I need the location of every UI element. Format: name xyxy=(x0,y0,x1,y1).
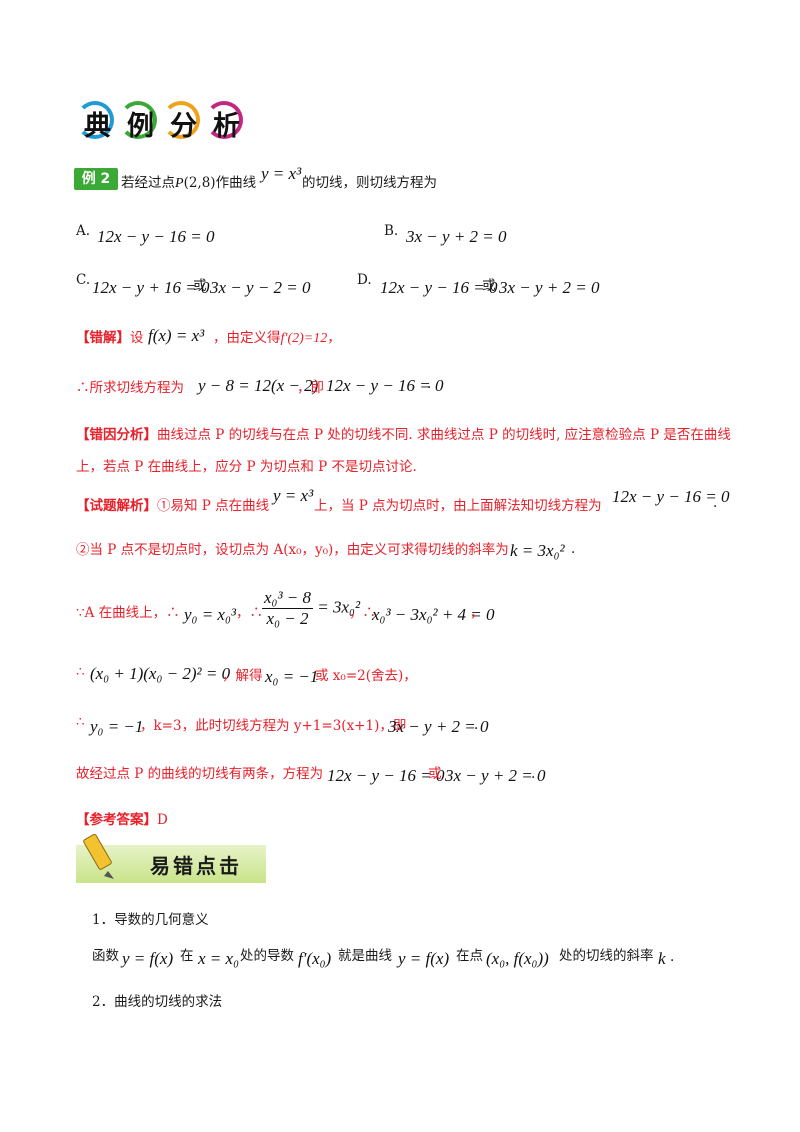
point-1-end: . xyxy=(670,949,675,965)
solution-line4-b: ，解得 xyxy=(222,668,263,684)
wrong-line2-eq2: 12x − y − 16 = 0 xyxy=(326,376,444,395)
point-1-eq2: x = x₀ xyxy=(198,949,239,968)
option-b-eq: 3x − y + 2 = 0 xyxy=(406,227,507,246)
tips-banner: 易错点击 xyxy=(76,833,266,883)
solution-line1-end: . xyxy=(713,495,718,511)
wrong-line1-tail: ，由定义得f′(2)=12， xyxy=(213,330,341,346)
header-circle xyxy=(162,101,200,139)
header-circle xyxy=(119,101,157,139)
solution-line5-b: ，k=3，此时切线方程为 y+1=3(x+1)，即 xyxy=(140,718,407,734)
wrong-line2-a: ∴所求切线方程为 xyxy=(76,380,184,396)
option-d-label: D. xyxy=(357,272,372,288)
solution-slope: k = 3x₀² xyxy=(510,541,565,560)
point-1-c: 处的导数 xyxy=(240,948,294,964)
solution-line4-eq: (x₀ + 1)(x₀ − 2)² = 0 xyxy=(90,664,231,683)
tips-banner-text: 易错点击 xyxy=(150,854,242,878)
point-1-eq6: k xyxy=(658,949,666,968)
header-circle xyxy=(205,101,243,139)
point-1-b: 在 xyxy=(180,948,194,964)
point-1-eq4: y = f(x) xyxy=(398,949,450,968)
solution-line5-end: . xyxy=(474,717,479,733)
wrong-line2-end: . xyxy=(427,376,432,392)
solution-line5-eq: y₀ = −1 xyxy=(90,717,144,736)
solution-line1-b: 上，当 P 点为切点时，由上面解法知切线方程为 xyxy=(314,498,602,514)
solution-line6-or: 或 xyxy=(428,766,442,782)
answer-line: 【参考答案】D xyxy=(76,812,168,828)
solution-line6-a: 故经过点 P 的曲线的切线有两条，方程为 xyxy=(76,766,324,782)
option-c-or: 或 xyxy=(193,278,207,294)
question-text: 若经过点P(2,8)作曲线 xyxy=(121,175,257,191)
solution-line4-c: 或 x₀=2(舍去)， xyxy=(315,668,417,684)
solution-line3-eq3: x₀³ − 3x₀² + 4 = 0 xyxy=(372,605,495,624)
solution-line3-eq1: y₀ = x₀³ xyxy=(184,605,236,624)
pencil-icon xyxy=(83,833,114,879)
solution-line3-b: ，∴ xyxy=(236,605,263,621)
solution-line6-end: . xyxy=(531,766,536,782)
header-char-4: 析 xyxy=(213,111,240,142)
point-1-a: 函数 xyxy=(92,948,119,964)
header-circle xyxy=(76,101,114,139)
option-d-or: 或 xyxy=(482,278,496,294)
example-badge: 例 2 xyxy=(74,168,118,190)
wrong-line2-b: ，即 xyxy=(297,380,324,396)
point-1-eq3: f′(x₀) xyxy=(298,949,332,968)
solution-line2: ②当 P 点不是切点时，设切点为 A(x₀，y₀)，由定义可求得切线的斜率为 xyxy=(76,542,509,558)
solution-line5-a: ∴ xyxy=(76,714,85,730)
point-1-eq5: (x₀, f(x₀)) xyxy=(486,949,549,968)
solution-line3-d: ， xyxy=(470,605,484,621)
option-d-eq2: 3x − y + 2 = 0 xyxy=(499,278,600,297)
question-curve: y = x³ xyxy=(261,164,302,183)
option-a-eq: 12x − y − 16 = 0 xyxy=(97,227,215,246)
wrong-line1: 【错解】设 xyxy=(76,330,144,346)
solution-line1: 【试题解析】①易知 P 点在曲线 xyxy=(76,498,270,514)
solution-line4-eq2: x₀ = −1 xyxy=(265,667,319,686)
point-1-d: 就是曲线 xyxy=(338,948,392,964)
point-1-e: 在点 xyxy=(456,948,483,964)
wrong-line2-eq1: y − 8 = 12(x − 2) xyxy=(198,376,319,395)
option-b-label: B. xyxy=(384,223,399,239)
solution-line3-a: ∵A 在曲线上，∴ xyxy=(76,605,180,621)
header-char-2: 例 xyxy=(127,111,154,142)
solution-line6-eq2: 3x − y + 2 = 0 xyxy=(445,766,546,785)
point-2-title: 2．曲线的切线的求法 xyxy=(92,994,223,1010)
point-1-f: 处的切线的斜率 xyxy=(559,948,654,964)
solution-line2-end: . xyxy=(571,541,576,557)
analysis-line2: 上，若点 P 在曲线上，应分 P 为切点和 P 不是切点讨论. xyxy=(76,459,417,475)
solution-fraction: x₀³ − 8 x₀ − 2 = 3x₀² xyxy=(262,588,361,628)
option-d-eq1: 12x − y − 16 = 0 xyxy=(380,278,498,297)
wrong-fx: f(x) = x³ xyxy=(148,326,205,345)
option-c-eq1: 12x − y + 16 = 0 xyxy=(92,278,210,297)
question-tail: 的切线，则切线方程为 xyxy=(302,175,437,191)
header-char-1: 典 xyxy=(84,111,111,142)
analysis-line1: 【错因分析】曲线过点 P 的切线与在点 P 处的切线不同. 求曲线过点 P 的切… xyxy=(76,427,731,443)
solution-line6-eq1: 12x − y − 16 = 0 xyxy=(327,766,445,785)
point-1-title: 1．导数的几何意义 xyxy=(92,912,209,928)
option-c-label: C. xyxy=(76,272,91,288)
point-1-eq1: y = f(x) xyxy=(122,949,174,968)
solution-line3-c: ，∴ xyxy=(349,605,376,621)
solution-eq1: 12x − y − 16 = 0 xyxy=(612,487,730,506)
solution-line5-eq2: 3x − y + 2 = 0 xyxy=(388,717,489,736)
solution-line4-a: ∴ xyxy=(76,664,85,680)
solution-curve: y = x³ xyxy=(273,486,314,505)
option-c-eq2: 3x − y − 2 = 0 xyxy=(210,278,311,297)
option-a-label: A. xyxy=(76,223,91,239)
header-char-3: 分 xyxy=(170,111,197,142)
